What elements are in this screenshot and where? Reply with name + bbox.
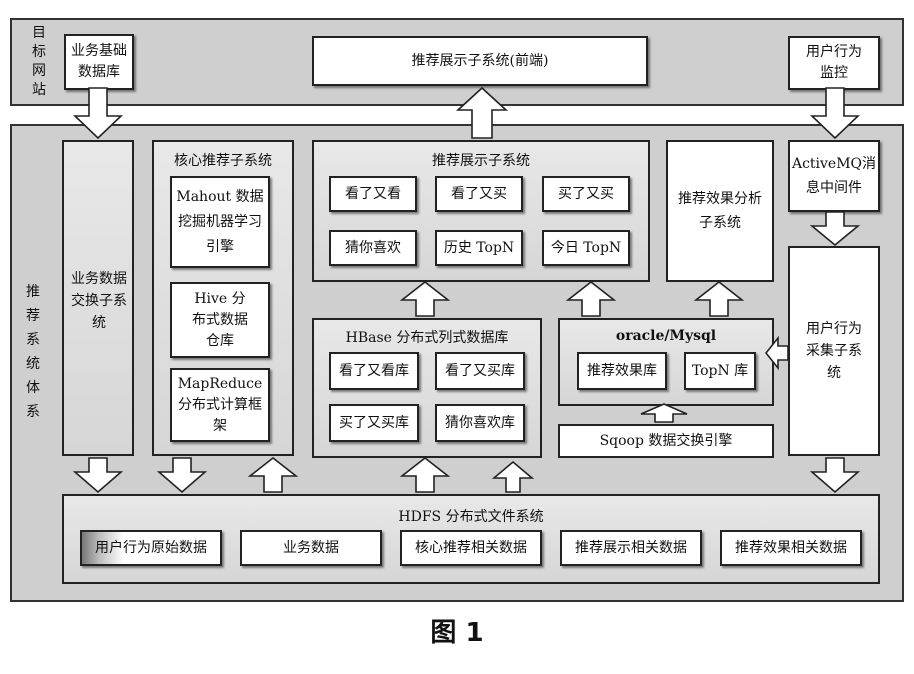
hdfs-item-label: 推荐效果相关数据 (735, 539, 847, 556)
display-item-cainixihuan: 猜你喜欢 (329, 230, 417, 266)
hbase-item-cainixihuan: 猜你喜欢库 (435, 404, 525, 442)
hdfs-item-display: 推荐展示相关数据 (560, 530, 702, 566)
arrow-down-business-db (73, 87, 123, 140)
business-db-text: 业务基础数据库 (71, 43, 127, 80)
business-exchange-text: 业务数据交换子系统 (71, 271, 127, 331)
display-item-today-topn: 今日 TopN (542, 230, 630, 266)
arrow-up-hbase-2 (399, 456, 451, 493)
oracle-item-effect-db: 推荐效果库 (577, 352, 667, 390)
behavior-monitor-text: 用户行为监控 (806, 44, 862, 81)
hbase-item-kanlemai: 看了又买库 (435, 352, 525, 390)
arrow-up-sqoop (640, 403, 688, 423)
hdfs-title: HDFS 分布式文件系统 (398, 509, 544, 525)
mapreduce-box: MapReduce分布式计算框架 (170, 368, 270, 442)
hdfs-item-label: 业务数据 (283, 539, 339, 556)
mapreduce-text: MapReduce分布式计算框架 (177, 375, 263, 434)
hbase-title: HBase 分布式列式数据库 (345, 330, 509, 346)
display-item-history-topn: 历史 TopN (435, 230, 523, 266)
display-item-label: 今日 TopN (550, 239, 622, 256)
effect-analysis-text: 推荐效果分析子系统 (678, 191, 762, 231)
mahout-text: Mahout 数据挖掘机器学习引擎 (176, 188, 264, 255)
activemq-text: ActiveMQ消息中间件 (791, 156, 877, 196)
core-title: 核心推荐子系统 (174, 153, 272, 169)
hdfs-item-business: 业务数据 (240, 530, 382, 566)
arrow-down-collection (809, 457, 861, 494)
frontend-text: 推荐展示子系统(前端) (411, 52, 549, 69)
display-item-kanlemai: 看了又买 (435, 176, 523, 212)
display-item-label: 猜你喜欢 (345, 239, 401, 256)
display-item-label: 买了又买 (558, 185, 614, 202)
hbase-item-mailemai: 买了又买库 (329, 404, 419, 442)
hdfs-item-raw-behavior: 用户行为原始数据 (80, 530, 222, 566)
display-item-kanlekan: 看了又看 (329, 176, 417, 212)
hbase-item-label: 猜你喜欢库 (445, 414, 515, 431)
hbase-item-label: 买了又买库 (339, 414, 409, 431)
arrow-down-monitor (810, 87, 860, 140)
recsys-label: 推荐系统体系 (26, 284, 40, 420)
business-db-box: 业务基础数据库 (64, 34, 134, 90)
collection-text: 用户行为采集子系统 (806, 321, 862, 381)
effect-analysis-box: 推荐效果分析子系统 (666, 140, 774, 282)
arrow-up-hbase-1 (399, 280, 451, 317)
hdfs-item-core: 核心推荐相关数据 (400, 530, 542, 566)
hbase-item-label: 看了又看库 (339, 362, 409, 379)
oracle-item-label: 推荐效果库 (587, 362, 657, 379)
display-item-label: 看了又买 (451, 185, 507, 202)
oracle-item-label: TopN 库 (691, 362, 749, 379)
arrow-up-hdfs-sqoop (491, 460, 535, 493)
figure-caption: 图 1 (430, 618, 484, 648)
arrow-down-core (156, 457, 208, 494)
hdfs-item-label: 用户行为原始数据 (95, 539, 207, 556)
display-item-mailemai: 买了又买 (542, 176, 630, 212)
hive-box: Hive 分布式数据仓库 (170, 282, 270, 358)
hdfs-item-effect: 推荐效果相关数据 (720, 530, 862, 566)
behavior-monitor-box: 用户行为监控 (788, 36, 880, 90)
arrow-up-oracle-effect (693, 280, 745, 317)
arrow-down-activemq (809, 211, 861, 247)
mahout-box: Mahout 数据挖掘机器学习引擎 (170, 176, 270, 268)
sqoop-box: Sqoop 数据交换引擎 (558, 424, 774, 458)
display-item-label: 历史 TopN (443, 239, 515, 256)
arrow-up-oracle-display (565, 280, 617, 317)
business-exchange-panel (62, 140, 134, 456)
arrow-up-core (247, 456, 299, 493)
arrow-left-collection (764, 335, 789, 371)
display-item-label: 看了又看 (345, 185, 401, 202)
activemq-box: ActiveMQ消息中间件 (788, 140, 880, 212)
hdfs-item-label: 推荐展示相关数据 (575, 539, 687, 556)
hbase-item-kanlekan: 看了又看库 (329, 352, 419, 390)
hdfs-item-label: 核心推荐相关数据 (415, 539, 527, 556)
hive-text: Hive 分布式数据仓库 (192, 290, 248, 349)
collection-box: 用户行为采集子系统 (788, 246, 880, 456)
hbase-item-label: 看了又买库 (445, 362, 515, 379)
oracle-title: oracle/Mysql (615, 328, 717, 344)
target-site-label: 目标网站 (32, 25, 46, 98)
arrow-up-frontend (455, 86, 509, 139)
sqoop-text: Sqoop 数据交换引擎 (599, 432, 733, 449)
display-title: 推荐展示子系统 (432, 153, 530, 169)
frontend-box: 推荐展示子系统(前端) (312, 36, 648, 86)
arrow-down-business-exchange (72, 457, 124, 494)
oracle-item-topn-db: TopN 库 (684, 352, 756, 390)
